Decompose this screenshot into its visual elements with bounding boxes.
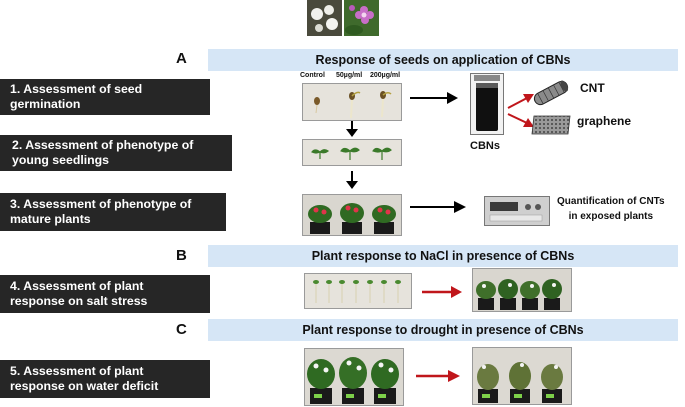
red-arrow-drought <box>416 370 460 382</box>
label-graphene: graphene <box>577 114 632 128</box>
label-dose-200: 200µg/ml <box>370 72 401 79</box>
section-title-c: Plant response to drought in presence of… <box>208 319 678 341</box>
drought-control-plant-icons <box>307 357 399 404</box>
section-letter-b: B <box>176 247 187 264</box>
step-1-label: 1. Assessment of seed germination <box>10 82 143 111</box>
step-1-box: 1. Assessment of seed germination <box>0 79 210 115</box>
seedling-icons <box>311 147 392 160</box>
label-cnt: CNT <box>580 81 605 95</box>
arrow-to-cbns <box>410 92 458 104</box>
salt-seedling-icons <box>315 283 399 303</box>
step-3-label: 3. Assessment of phenotype of mature pla… <box>10 197 192 226</box>
header-photos <box>307 0 379 36</box>
drought-stressed-photo <box>472 347 572 405</box>
arrow-to-instrument <box>410 201 466 213</box>
red-arrows-cbn-types <box>507 94 534 127</box>
arrow-down-2 <box>346 171 358 189</box>
label-quant-line2: in exposed plants <box>568 211 654 222</box>
seed-control-icon <box>314 97 320 114</box>
flower-photo-icon <box>344 0 379 36</box>
arrow-down-1 <box>346 121 358 137</box>
salt-seedlings-photo <box>304 273 412 309</box>
step-4-box: 4. Assessment of plant response on salt … <box>0 275 210 313</box>
step-3-box: 3. Assessment of phenotype of mature pla… <box>0 193 226 231</box>
red-arrow-salt <box>422 286 462 298</box>
section-letter-a: A <box>176 50 187 67</box>
step-2-box: 2. Assessment of phenotype of young seed… <box>0 135 232 171</box>
instrument-photo <box>484 196 550 226</box>
graphene-sheet-icon <box>531 115 571 135</box>
section-title-a: Response of seeds on application of CBNs <box>208 49 678 71</box>
label-quantification: Quantification of CNTs in exposed plants <box>557 194 665 224</box>
step-5-box: 5. Assessment of plant response on water… <box>0 360 210 398</box>
salt-plants-photo <box>472 268 572 312</box>
seed-200-icon <box>380 91 392 118</box>
drought-stressed-plant-icons <box>477 362 563 403</box>
mature-plant-icons <box>308 203 396 234</box>
step-2-label: 2. Assessment of phenotype of young seed… <box>12 138 194 167</box>
germination-photo <box>302 83 402 121</box>
cbns-vial-icon <box>470 73 504 135</box>
label-control: Control <box>300 72 325 79</box>
mature-plants-photo <box>302 194 402 236</box>
step-5-label: 5. Assessment of plant response on water… <box>10 364 159 393</box>
seed-50-icon <box>349 91 361 119</box>
cotton-photo-icon <box>307 0 342 36</box>
section-letter-c: C <box>176 321 187 338</box>
salt-plant-icons <box>476 279 562 310</box>
step-4-label: 4. Assessment of plant response on salt … <box>10 279 148 308</box>
drought-control-photo <box>304 348 404 406</box>
label-cbns: CBNs <box>470 140 500 152</box>
section-title-b: Plant response to NaCl in presence of CB… <box>208 245 678 267</box>
seedlings-photo <box>302 139 402 166</box>
label-quant-line1: Quantification of CNTs <box>557 196 665 207</box>
cnt-tube-icon <box>533 80 569 106</box>
label-dose-50: 50µg/ml <box>336 72 363 79</box>
